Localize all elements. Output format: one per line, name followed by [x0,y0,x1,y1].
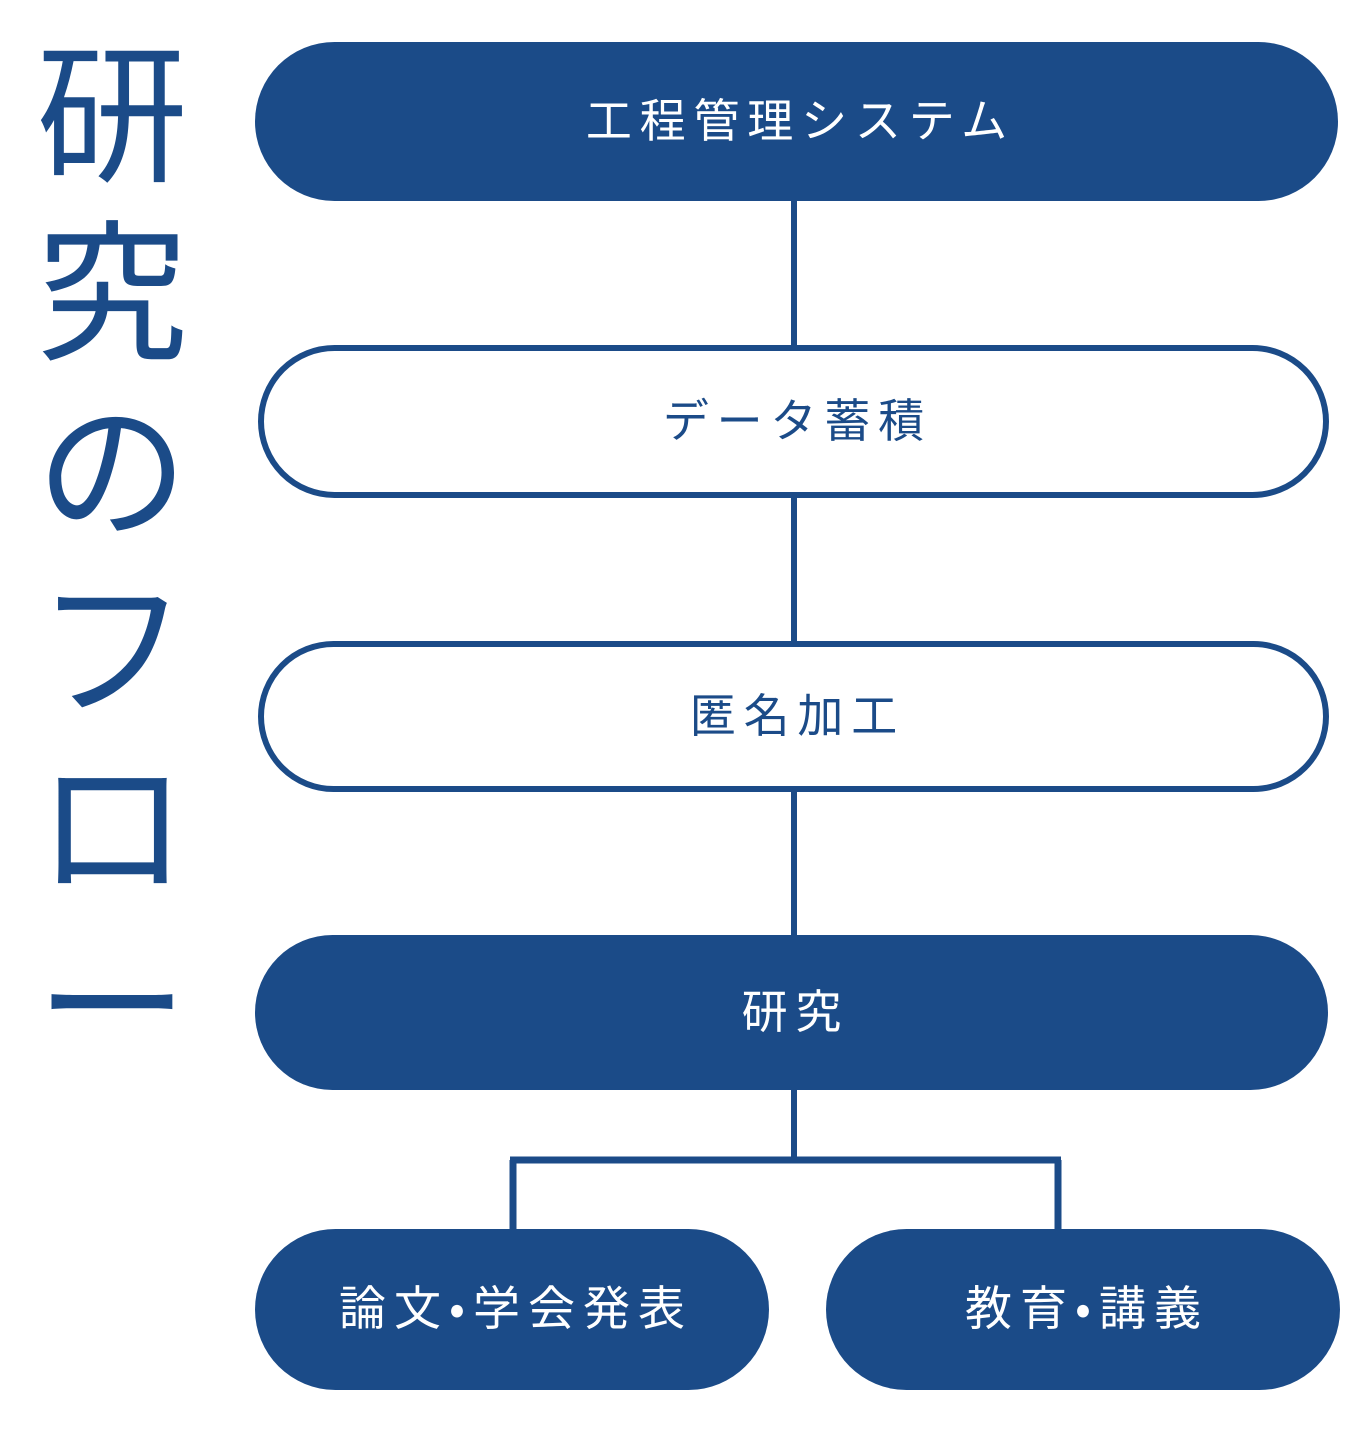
page-title: 研 究 の フ ロ ー [24,34,200,1124]
title-char-5: ロ [36,741,188,918]
node-papers-and-conference-presentations[interactable]: 論文・学会発表 [255,1229,769,1390]
title-char-2: 究 [36,207,188,384]
node-anonymization[interactable]: 匿名加工 [258,641,1329,792]
node-label-education: 教育・講義 [965,1281,1209,1337]
node-process-management-system[interactable]: 工程管理システム [255,42,1338,201]
node-research[interactable]: 研究 [255,935,1328,1090]
node-education-and-lectures[interactable]: 教育・講義 [826,1229,1340,1390]
node-label-system: 工程管理システム [585,94,1015,149]
node-label-anonymize: 匿名加工 [689,689,906,744]
title-char-6: ー [36,919,188,1096]
node-data-accumulation[interactable]: データ蓄積 [258,345,1329,498]
node-label-data-store: データ蓄積 [662,394,932,449]
node-label-research: 研究 [741,985,850,1040]
title-char-3: の [36,385,188,562]
title-char-1: 研 [36,29,188,206]
title-char-4: フ [36,563,188,740]
node-label-papers: 論文・学会発表 [339,1281,693,1337]
